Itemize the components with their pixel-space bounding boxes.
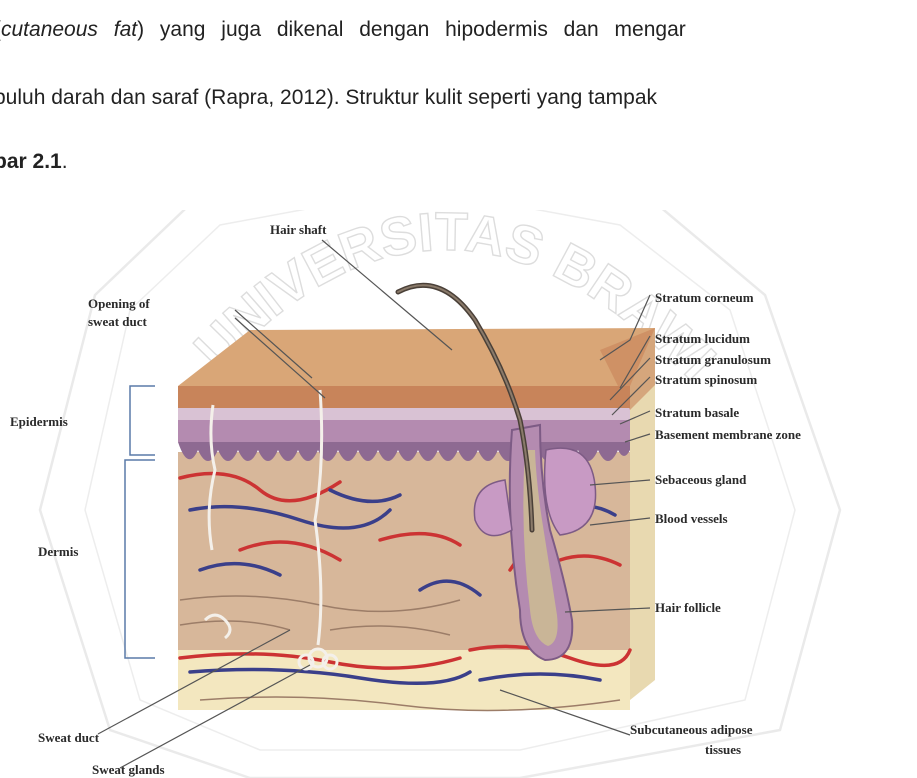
label-stratum-corneum: Stratum corneum: [655, 290, 754, 305]
label-stratum-basale: Stratum basale: [655, 405, 739, 420]
skin-structure-figure: UNIVERSITAS BRAWIJAYA: [0, 210, 917, 778]
label-sweat-duct: Sweat duct: [38, 730, 100, 745]
line-3-tail: .: [62, 150, 68, 173]
label-hair-follicle: Hair follicle: [655, 600, 721, 615]
paragraph-line-3: bar 2.1.: [0, 150, 68, 174]
label-subcutaneous-1: Subcutaneous adipose: [630, 722, 753, 737]
label-sebaceous-gland: Sebaceous gland: [655, 472, 747, 487]
figure-reference: bar 2.1: [0, 150, 62, 173]
label-hair-shaft: Hair shaft: [270, 222, 327, 237]
label-dermis: Dermis: [38, 544, 78, 559]
label-stratum-lucidum: Stratum lucidum: [655, 331, 750, 346]
paragraph-line-1: (cutaneous fat) yang juga dikenal dengan…: [0, 18, 686, 42]
label-opening-sweat-duct-2: sweat duct: [88, 314, 148, 329]
label-stratum-granulosum: Stratum granulosum: [655, 352, 771, 367]
label-basement-membrane: Basement membrane zone: [655, 427, 801, 442]
label-sweat-glands: Sweat glands: [92, 762, 165, 777]
label-blood-vessels: Blood vessels: [655, 511, 728, 526]
label-opening-sweat-duct-1: Opening of: [88, 296, 150, 311]
paragraph-line-2: buluh darah dan saraf (Rapra, 2012). Str…: [0, 86, 657, 110]
italic-term: cutaneous fat: [1, 18, 137, 41]
label-epidermis: Epidermis: [10, 414, 68, 429]
label-subcutaneous-2: tissues: [705, 742, 741, 757]
label-stratum-spinosum: Stratum spinosum: [655, 372, 757, 387]
layer-brackets: [125, 386, 155, 658]
line-1-text: ) yang juga dikenal dengan hipodermis da…: [137, 18, 686, 41]
